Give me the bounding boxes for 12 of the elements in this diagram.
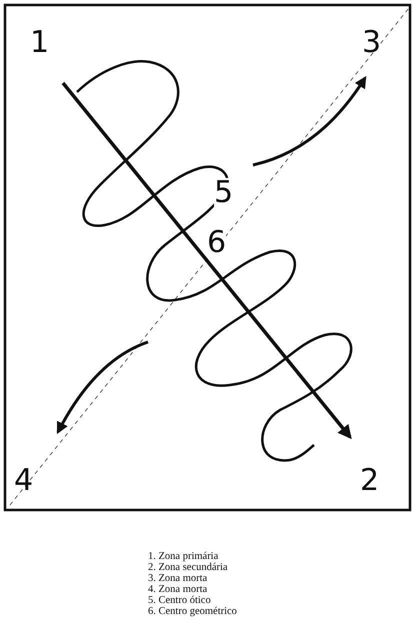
callout-number: 4 bbox=[14, 466, 34, 496]
legend-text: 1. Zona primária bbox=[148, 551, 218, 562]
legend-text: 3. Zona morta bbox=[148, 573, 208, 584]
callout-number: 6 bbox=[207, 228, 226, 258]
legend-text: 6. Centro geométrico bbox=[148, 606, 237, 617]
callout-number: 1 bbox=[30, 28, 50, 58]
legend-text: 5. Centro ótico bbox=[148, 595, 211, 606]
legend-text: 2. Zona secundária bbox=[148, 562, 228, 573]
callout-number: 3 bbox=[362, 28, 382, 58]
callout-number: 2 bbox=[360, 466, 380, 496]
callout-number: 5 bbox=[214, 178, 234, 208]
legend-text: 4. Zona morta bbox=[148, 584, 208, 595]
